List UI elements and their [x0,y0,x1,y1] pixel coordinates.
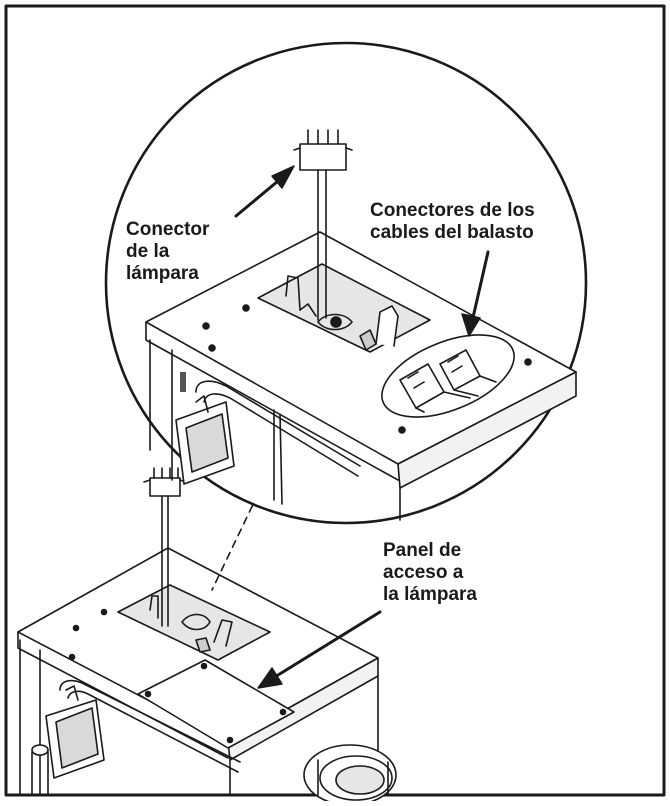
arrow-ballast-connectors [470,250,490,324]
lower-lamp-connector [143,467,187,627]
access-panel [137,659,295,749]
lower-unit [17,467,397,806]
arrow-lamp-connector [234,174,286,218]
ballast-wire-connectors [399,349,497,413]
arrow-access-panel [268,610,382,682]
ballast-connector-oval [381,334,515,418]
lower-lamp-opening [117,584,271,661]
callout-arrows [234,165,490,689]
zoom-lamp-connector [293,129,353,321]
detail-circle [104,41,588,525]
zoom-guide-line [211,493,259,591]
lower-unit-side [19,639,41,796]
label-lamp-connector: Conector de la lámpara [126,219,210,284]
label-ballast-connectors: Conectores de los cables del balasto [370,200,535,243]
label-access-panel: Panel de acceso a la lámpara [383,540,477,605]
